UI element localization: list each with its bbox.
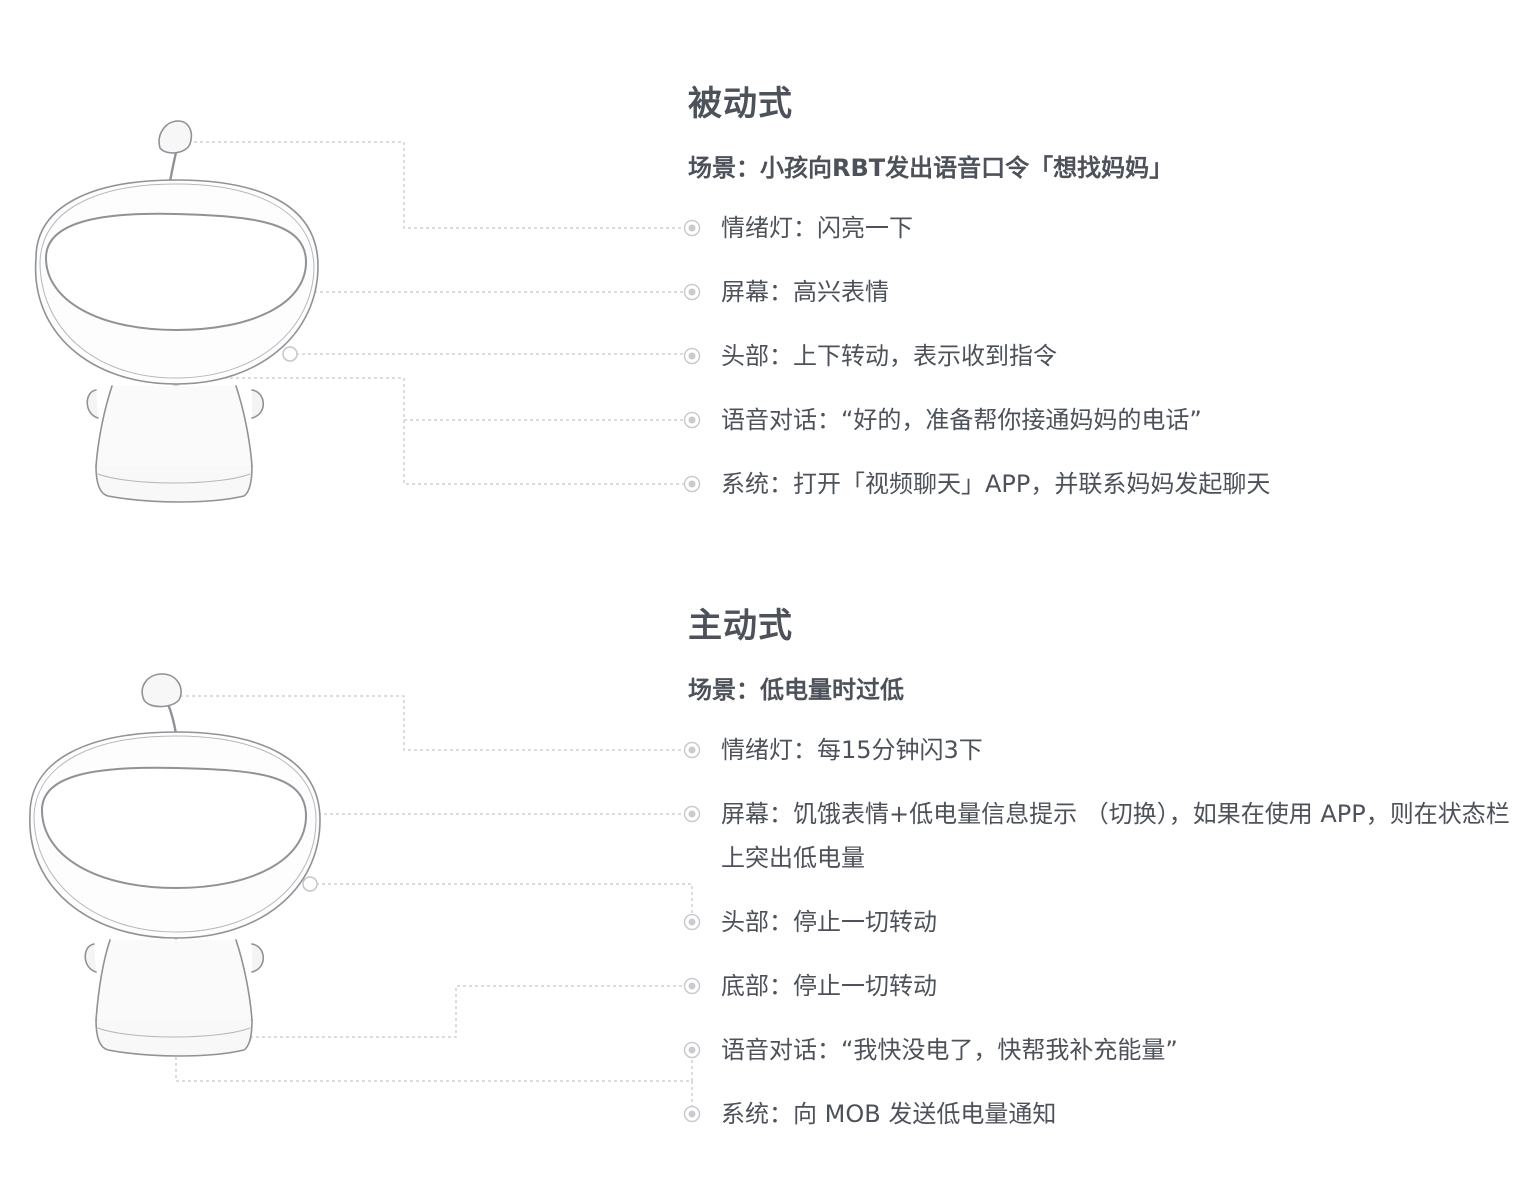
scene-active: 场景：低电量时过低 (688, 676, 904, 704)
target-dot-icon (683, 741, 701, 759)
bullet-icons (683, 219, 701, 1123)
target-dot-icon (683, 805, 701, 823)
connector-head-2 (310, 883, 693, 922)
anchor-head-1 (282, 346, 298, 362)
scene-passive: 场景：小孩向RBT发出语音口令「想找妈妈」 (688, 154, 1174, 182)
list-item: 底部：停止一切转动 (721, 972, 937, 1000)
section-title-passive: 被动式 (688, 84, 793, 124)
anchor-head-2 (302, 876, 318, 892)
connector-system-1 (403, 420, 688, 485)
connector-light-1 (176, 141, 688, 229)
connector-voice-1 (176, 377, 688, 421)
list-item: 情绪灯：闪亮一下 (721, 214, 913, 242)
list-item: 语音对话：“好的，准备帮你接通妈妈的电话” (721, 406, 1202, 434)
target-dot-icon (683, 347, 701, 365)
target-dot-icon (683, 1041, 701, 1059)
connector-light-2 (162, 695, 688, 751)
list-item: 头部：上下转动，表示收到指令 (721, 342, 1057, 370)
list-item: 头部：停止一切转动 (721, 908, 937, 936)
list-item: 屏幕：饥饿表情+低电量信息提示 （切换），如果在使用 APP，则在状态栏上突出低… (721, 800, 1510, 872)
target-dot-icon (683, 977, 701, 995)
section-title-active: 主动式 (688, 606, 793, 646)
target-dot-icon (683, 1105, 701, 1123)
target-dot-icon (683, 283, 701, 301)
list-item: 系统：打开「视频聊天」APP，并联系妈妈发起聊天 (721, 470, 1271, 498)
list-item: 情绪灯：每15分钟闪3下 (721, 736, 983, 764)
list-item: 屏幕：高兴表情 (721, 278, 889, 306)
target-dot-icon (683, 913, 701, 931)
target-dot-icon (683, 411, 701, 429)
list-item: 系统：向 MOB 发送低电量通知 (721, 1100, 1057, 1128)
list-item: 语音对话：“我快没电了，快帮我补充能量” (721, 1036, 1178, 1064)
target-dot-icon (683, 219, 701, 237)
target-dot-icon (683, 475, 701, 493)
connector-bottom-2 (244, 985, 688, 1038)
